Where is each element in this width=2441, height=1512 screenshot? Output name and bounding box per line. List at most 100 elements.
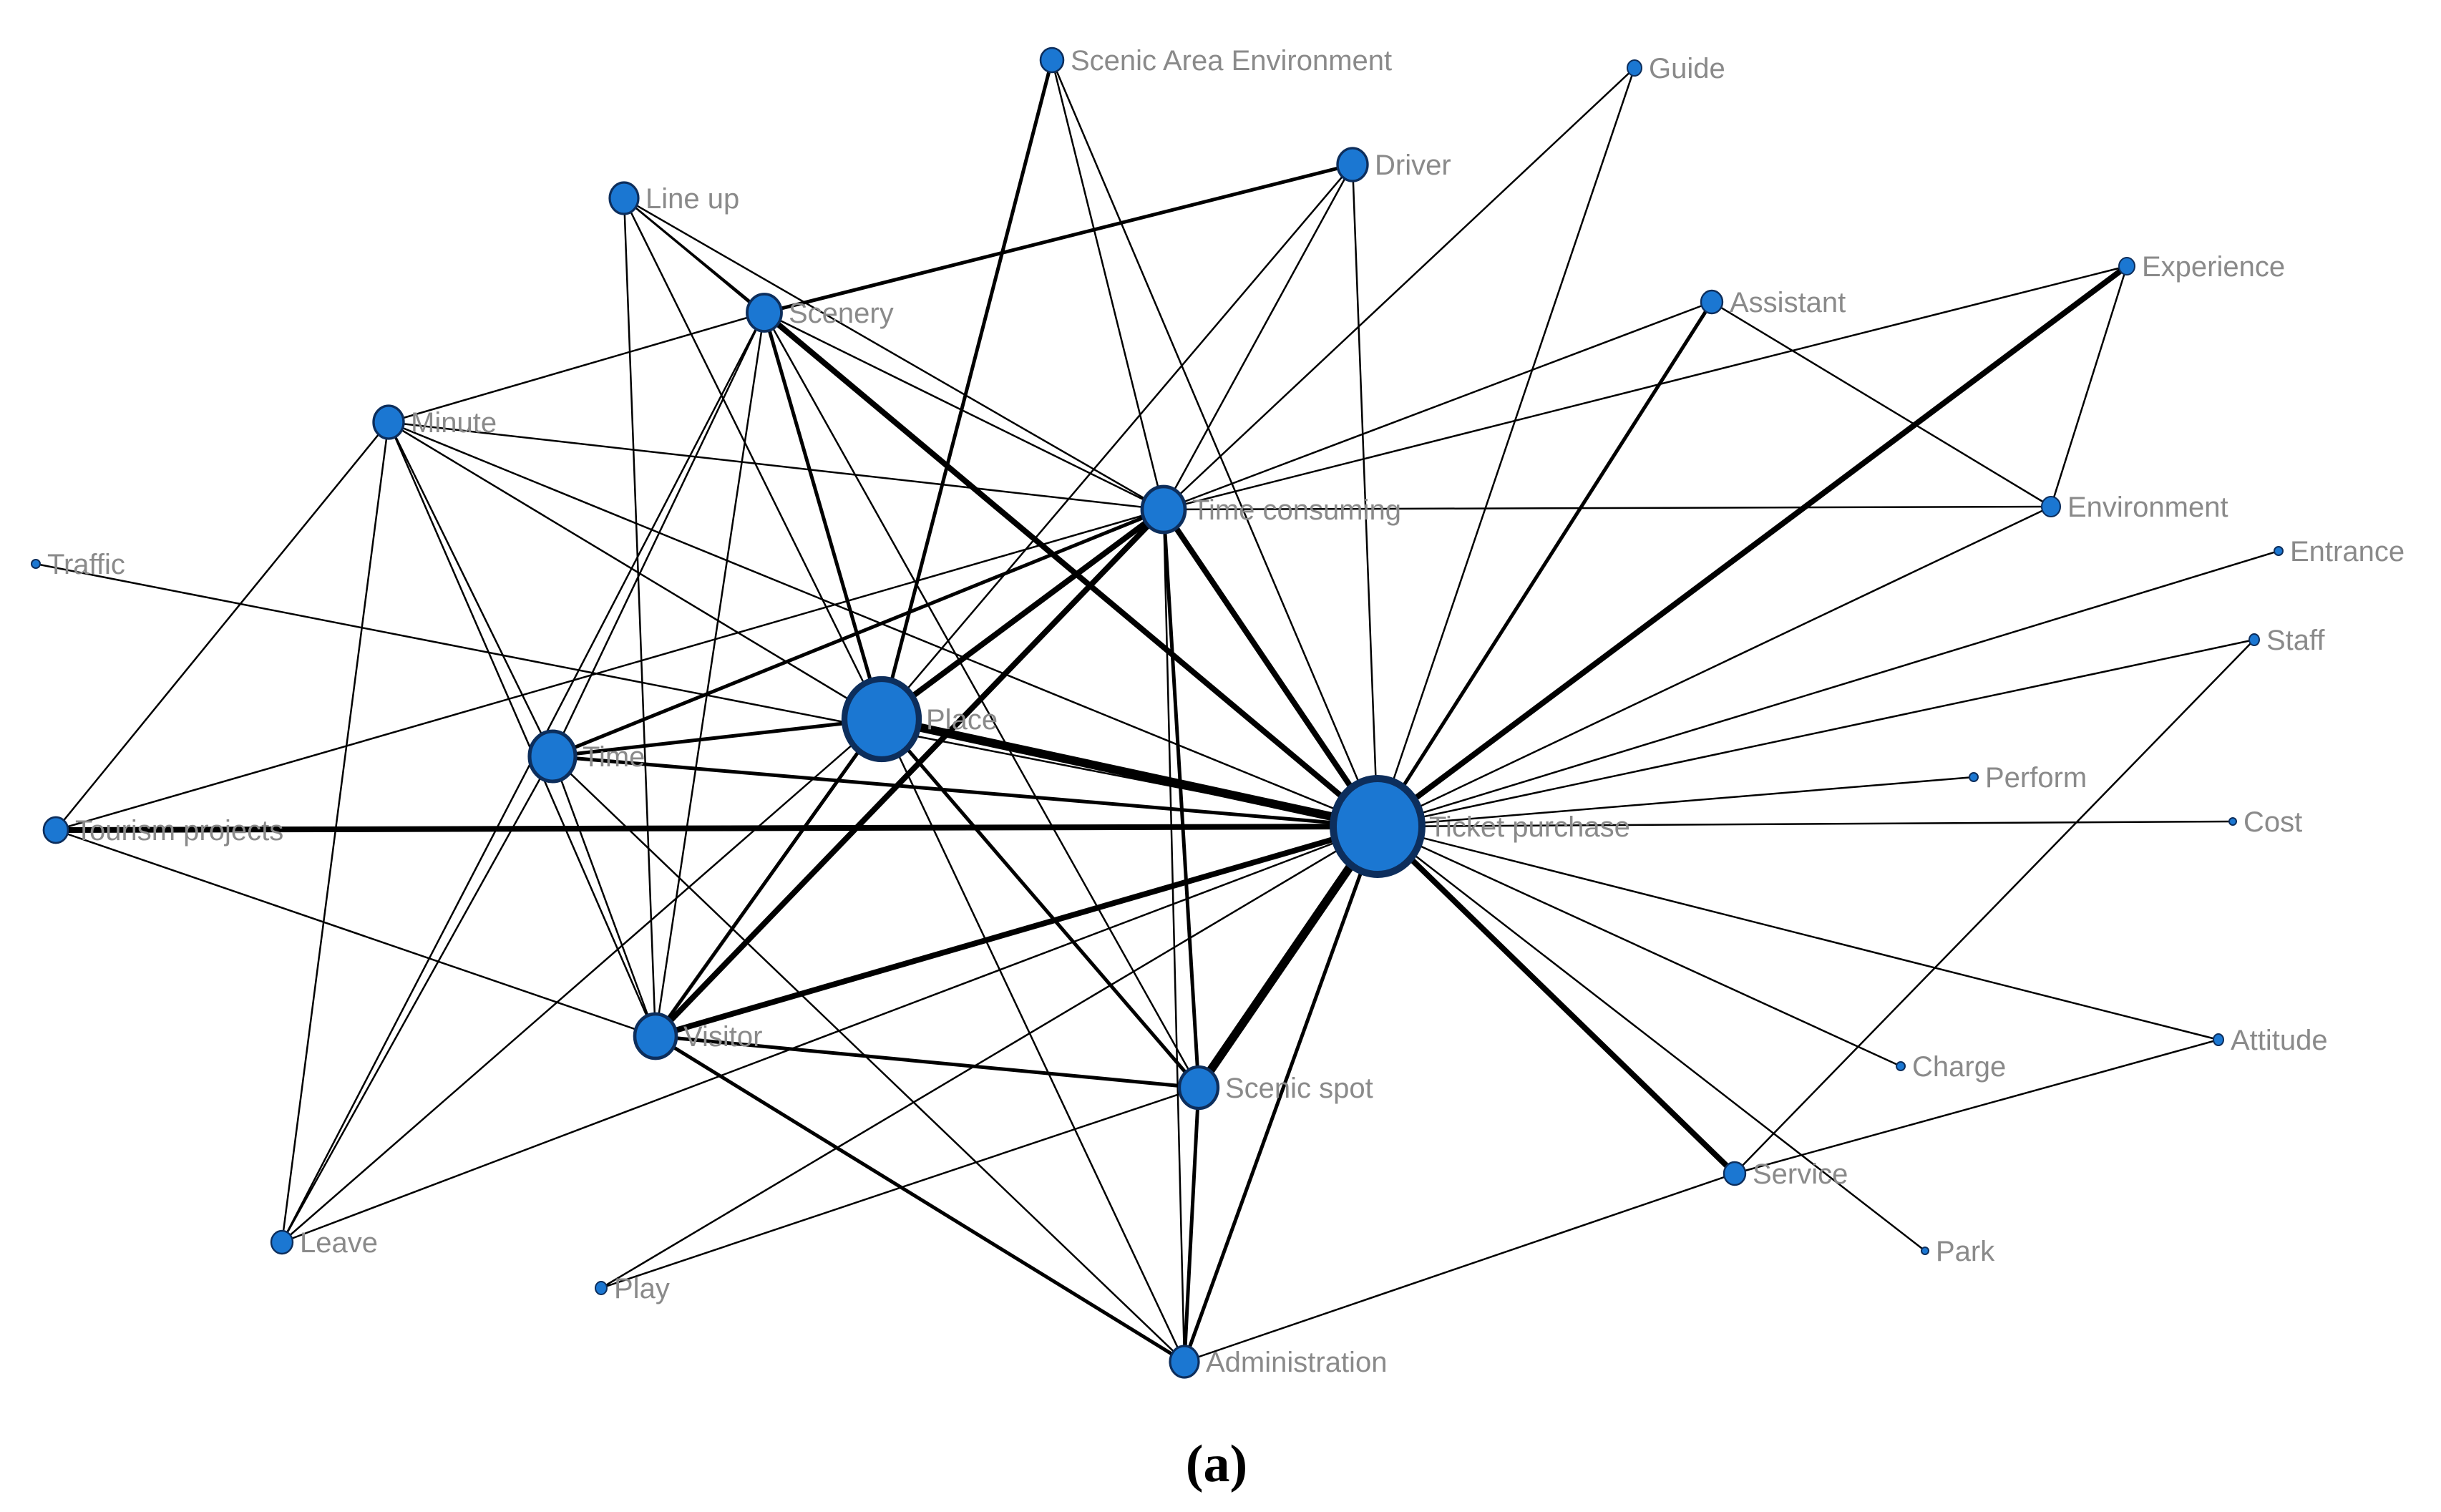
graph-node-leave[interactable] — [270, 1229, 294, 1255]
graph-edge-scenic_area_environment--time_consuming — [1051, 59, 1165, 510]
graph-edge-ticket_purchase--cost — [1377, 820, 2233, 828]
node-label-entrance: Entrance — [2290, 536, 2405, 567]
graph-edge-minute--leave — [281, 421, 390, 1243]
graph-node-cost[interactable] — [2228, 817, 2237, 826]
graph-node-line_up[interactable] — [608, 181, 640, 215]
edges-layer — [35, 59, 2279, 1364]
graph-edge-time_consuming--time — [552, 507, 1164, 759]
graph-node-scenic_spot[interactable] — [1177, 1065, 1220, 1111]
node-label-charge: Charge — [1912, 1051, 2006, 1083]
node-label-attitude: Attitude — [2231, 1025, 2328, 1056]
graph-edge-time--leave — [281, 756, 554, 1243]
node-label-driver: Driver — [1375, 150, 1451, 181]
graph-node-perform[interactable] — [1969, 772, 1979, 782]
graph-edge-place--scenic_spot — [880, 718, 1200, 1089]
graph-edge-place--administration — [880, 718, 1186, 1362]
node-label-play: Play — [614, 1273, 670, 1304]
graph-edge-time--visitor — [551, 756, 657, 1037]
node-label-cost: Cost — [2243, 806, 2302, 838]
graph-node-park[interactable] — [1921, 1247, 1929, 1255]
graph-edge-ticket_purchase--leave — [281, 825, 1378, 1244]
graph-edge-guide--time_consuming — [1163, 67, 1635, 510]
graph-node-service[interactable] — [1723, 1161, 1747, 1186]
graph-edge-visitor--scenic_spot — [655, 1034, 1199, 1090]
graph-node-play[interactable] — [595, 1281, 608, 1295]
graph-node-ticket_purchase[interactable] — [1330, 775, 1426, 878]
graph-edge-scenic_spot--play — [600, 1086, 1199, 1289]
node-label-environment: Environment — [2067, 492, 2228, 523]
graph-edge-place--leave — [281, 718, 882, 1243]
graph-edge-scenery--minute — [388, 311, 765, 424]
graph-edge-visitor--administration — [654, 1034, 1186, 1364]
node-label-administration: Administration — [1206, 1347, 1387, 1378]
node-label-service: Service — [1753, 1159, 1848, 1190]
graph-edge-time_consuming--assistant — [1163, 301, 1712, 511]
graph-edge-scenic_area_environment--ticket_purchase — [1051, 59, 1379, 827]
node-label-traffic: Traffic — [47, 549, 125, 580]
graph-node-assistant[interactable] — [1700, 289, 1724, 315]
graph-edge-tourism_projects--ticket_purchase — [55, 824, 1378, 833]
graph-node-minute[interactable] — [372, 404, 405, 440]
graph-edge-time_consuming--administration — [1162, 509, 1186, 1362]
graph-edge-service--administration — [1184, 1172, 1735, 1363]
node-label-visitor: Visitor — [683, 1021, 762, 1053]
graph-node-staff[interactable] — [2248, 633, 2260, 646]
graph-edge-time_consuming--environment — [1163, 505, 2052, 511]
graph-edge-ticket_purchase--play — [600, 825, 1378, 1289]
graph-edge-staff--service — [1734, 639, 2255, 1174]
graph-edge-tourism_projects--visitor — [55, 829, 656, 1038]
graph-edge-ticket_purchase--park — [1377, 826, 1926, 1252]
graph-node-environment[interactable] — [2040, 495, 2062, 518]
graph-edge-scenery--ticket_purchase — [762, 310, 1380, 829]
node-label-guide: Guide — [1649, 53, 1725, 84]
graph-edge-service--attitude — [1734, 1038, 2219, 1175]
graph-edge-time_consuming--tourism_projects — [55, 508, 1164, 831]
graph-node-attitude[interactable] — [2213, 1033, 2224, 1046]
graph-node-time_consuming[interactable] — [1140, 484, 1187, 535]
graph-node-driver[interactable] — [1336, 147, 1369, 182]
graph-edge-line_up--place — [623, 197, 883, 720]
graph-edge-environment--ticket_purchase — [1377, 505, 2052, 828]
graph-edge-experience--environment — [2050, 265, 2128, 507]
graph-edge-time--ticket_purchase — [552, 754, 1378, 829]
node-label-staff: Staff — [2266, 625, 2325, 656]
graph-edge-ticket_purchase--service — [1375, 824, 1737, 1176]
node-label-park: Park — [1936, 1236, 1995, 1267]
graph-edge-scenery--place — [762, 312, 884, 720]
node-label-tourism_projects: Tourism projects — [75, 815, 283, 847]
graph-node-time[interactable] — [527, 729, 578, 784]
graph-edge-line_up--time_consuming — [623, 197, 1164, 511]
graph-node-tourism_projects[interactable] — [42, 816, 69, 844]
graph-edge-driver--scenery — [764, 162, 1353, 315]
graph-node-visitor[interactable] — [633, 1012, 678, 1060]
node-label-time: Time — [583, 741, 645, 773]
nodes-layer — [31, 47, 2284, 1379]
node-label-ticket_purchase: Ticket purchase — [1429, 811, 1630, 843]
node-label-scenery: Scenery — [789, 298, 894, 329]
graph-edge-ticket_purchase--attitude — [1377, 825, 2219, 1041]
graph-edge-ticket_purchase--visitor — [654, 824, 1379, 1039]
graph-edge-scenery--time_consuming — [764, 311, 1164, 511]
graph-edge-driver--time_consuming — [1162, 164, 1354, 510]
graph-node-experience[interactable] — [2118, 257, 2135, 275]
graph-node-scenic_area_environment[interactable] — [1039, 47, 1065, 74]
node-label-experience: Experience — [2142, 251, 2285, 283]
graph-node-traffic[interactable] — [31, 559, 41, 569]
graph-node-administration[interactable] — [1169, 1345, 1200, 1379]
graph-node-place[interactable] — [841, 675, 922, 763]
graph-edge-minute--time_consuming — [388, 421, 1164, 511]
graph-edge-time_consuming--ticket_purchase — [1161, 507, 1380, 829]
graph-node-scenery[interactable] — [746, 293, 783, 333]
graph-edge-ticket_purchase--administration — [1182, 826, 1380, 1362]
graph-edge-ticket_purchase--perform — [1377, 776, 1974, 828]
graph-edge-ticket_purchase--scenic_spot — [1195, 824, 1381, 1091]
graph-node-entrance[interactable] — [2274, 546, 2284, 556]
graph-edge-time_consuming--experience — [1163, 265, 2128, 511]
graph-edge-scenic_spot--administration — [1182, 1087, 1201, 1362]
graph-edge-driver--ticket_purchase — [1351, 164, 1379, 827]
graph-node-guide[interactable] — [1627, 59, 1642, 77]
graph-edge-assistant--ticket_purchase — [1375, 301, 1714, 828]
graph-node-charge[interactable] — [1896, 1061, 1906, 1071]
node-label-assistant: Assistant — [1730, 287, 1846, 318]
